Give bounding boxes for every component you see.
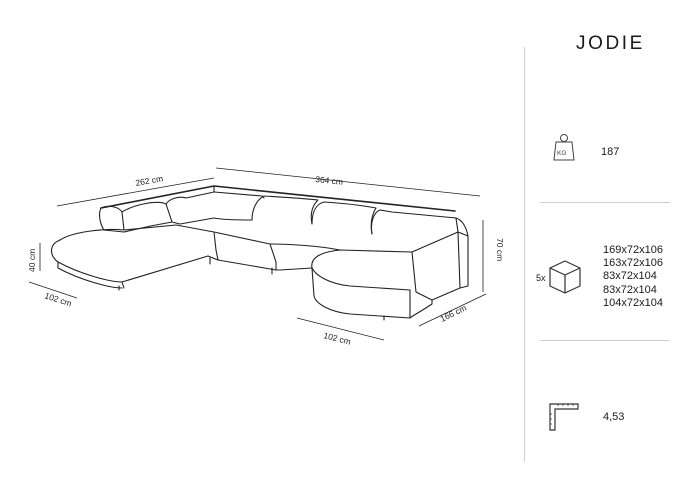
package-size: 104x72x104 — [603, 296, 663, 309]
dim-back-width: 364 cm — [315, 174, 344, 187]
weight-icon-label: KG — [557, 150, 566, 157]
package-size: 83x72x104 — [603, 270, 657, 283]
sofa-outline — [50, 185, 469, 321]
dim-right-depth: 166 cm — [438, 303, 467, 324]
package-size: 169x72x106 — [603, 244, 663, 256]
package-count: 5x — [536, 273, 546, 283]
divider-1 — [540, 202, 670, 203]
vertical-divider — [524, 47, 525, 462]
dim-left-width: 262 cm — [135, 173, 164, 188]
package-box-icon — [549, 260, 581, 294]
divider-2 — [540, 340, 670, 341]
dim-left-depth: 102 cm — [43, 290, 73, 308]
dim-height: 70 cm — [495, 238, 505, 261]
weight-icon: KG — [553, 134, 575, 161]
package-sizes-list: 169x72x106 163x72x106 83x72x104 83x72x10… — [603, 244, 663, 310]
weight-value: 187 — [601, 146, 620, 158]
dimension-lines — [28, 167, 487, 341]
package-size: 163x72x106 — [603, 257, 663, 270]
volume-value: 4,53 — [603, 411, 625, 423]
package-size: 83x72x104 — [603, 283, 657, 296]
dim-seat-height: 40 cm — [27, 249, 37, 272]
dim-chaise-width: 102 cm — [323, 330, 352, 346]
ruler-icon — [549, 403, 579, 431]
product-title: JODIE — [576, 33, 645, 54]
